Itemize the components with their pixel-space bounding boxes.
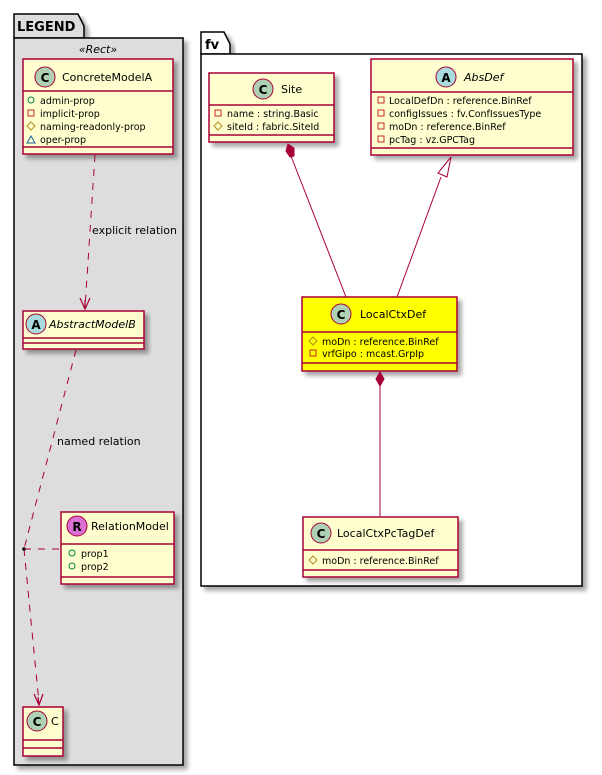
private-icon: [309, 349, 317, 357]
class-relation-model[interactable]: R RelationModel prop1 prop2: [60, 511, 175, 585]
spot-letter: C: [33, 715, 42, 729]
legend-stereotype: «Rect»: [79, 43, 118, 56]
edge-label: named relation: [57, 435, 141, 448]
class-spot-icon: [330, 303, 352, 325]
class-abstract-model-b[interactable]: A AbstractModelB: [22, 310, 145, 350]
class-name: C: [51, 715, 59, 728]
composition-diamond-icon: [285, 143, 295, 158]
attribute: pcTag : vz.GPCTag: [389, 135, 475, 146]
protected-icon: [308, 336, 318, 346]
attribute: naming-readonly-prop: [40, 122, 146, 133]
class-name: LocalCtxDef: [360, 308, 427, 321]
class-localctxpctagdef[interactable]: C LocalCtxPcTagDef moDn : reference.BinR…: [302, 516, 459, 578]
private-icon: [377, 122, 385, 130]
arrow-head-icon: [33, 693, 44, 707]
class-box: [301, 296, 458, 372]
attribute: moDn : reference.BinRef: [389, 122, 506, 133]
legend-frame: [13, 37, 184, 766]
attribute: implicit-prop: [40, 109, 100, 120]
class-spot-icon: [26, 710, 48, 732]
private-icon: [377, 96, 385, 104]
class-c[interactable]: C C: [22, 706, 64, 757]
spot-letter: C: [337, 308, 346, 322]
class-concrete-model-a[interactable]: C ConcreteModelA admin-prop implicit-pro…: [22, 58, 174, 155]
relation-spot-icon: [66, 515, 88, 537]
class-name: Site: [281, 83, 302, 96]
public-icon: [68, 562, 76, 570]
private-icon: [214, 109, 222, 117]
protected-icon: [26, 121, 36, 131]
composition-diamond-icon: [375, 370, 385, 388]
edge-site-composition: [285, 143, 347, 298]
public-icon: [68, 549, 76, 557]
class-name: AbsDef: [463, 71, 505, 84]
class-name: RelationModel: [91, 520, 169, 533]
spot-letter: C: [259, 83, 268, 97]
private-icon: [377, 135, 385, 143]
class-box: [370, 58, 574, 156]
spot-letter: R: [72, 520, 81, 534]
spot-letter: A: [31, 318, 41, 332]
private-icon: [377, 109, 385, 117]
private-icon: [27, 109, 35, 117]
fv-title: fv: [205, 38, 220, 53]
class-name: LocalCtxPcTagDef: [337, 527, 436, 540]
protected-icon: [308, 555, 318, 565]
protected-icon: [213, 121, 223, 131]
edge-explicit-relation: explicit relation: [79, 154, 177, 311]
edge-localctxdef-composition: [375, 370, 385, 516]
attribute: oper-prop: [40, 135, 86, 146]
spot-letter: C: [41, 71, 50, 85]
edge-absdef-inheritance: [396, 156, 452, 298]
attribute: vrfGipo : mcast.GrpIp: [322, 349, 424, 360]
attribute: configIssues : fv.ConfIssuesType: [389, 109, 541, 120]
class-name: AbstractModelB: [48, 318, 136, 331]
attribute: name : string.Basic: [227, 109, 319, 120]
class-spot-icon: [310, 522, 332, 544]
spot-letter: C: [317, 527, 326, 541]
package-icon: [26, 134, 36, 144]
edge-named-relation: named relation: [22, 349, 141, 707]
abstract-spot-icon: [25, 313, 47, 335]
legend-title: LEGEND: [17, 20, 76, 35]
attribute: prop1: [81, 549, 109, 560]
class-spot-icon: [252, 78, 274, 100]
class-absdef[interactable]: A AbsDef LocalDefDn : reference.BinRef c…: [370, 58, 574, 156]
abstract-spot-icon: [435, 66, 457, 88]
attribute: prop2: [81, 562, 109, 573]
edge-label: explicit relation: [92, 224, 177, 237]
class-spot-icon: [34, 66, 56, 88]
public-icon: [27, 96, 35, 104]
class-name: ConcreteModelA: [62, 71, 153, 84]
attribute: moDn : reference.BinRef: [322, 556, 439, 567]
attribute: siteId : fabric.SiteId: [227, 122, 319, 133]
class-box: [22, 58, 174, 155]
class-localctxdef[interactable]: C LocalCtxDef moDn : reference.BinRef vr…: [301, 296, 458, 372]
attribute: moDn : reference.BinRef: [322, 337, 439, 348]
class-site[interactable]: C Site name : string.Basic siteId : fabr…: [208, 72, 335, 143]
legend-package: LEGEND «Rect»: [13, 13, 184, 766]
inheritance-arrow-icon: [437, 156, 452, 178]
spot-letter: A: [441, 71, 451, 85]
attribute: LocalDefDn : reference.BinRef: [389, 96, 532, 107]
arrow-head-icon: [79, 297, 91, 311]
attribute: admin-prop: [40, 96, 95, 107]
